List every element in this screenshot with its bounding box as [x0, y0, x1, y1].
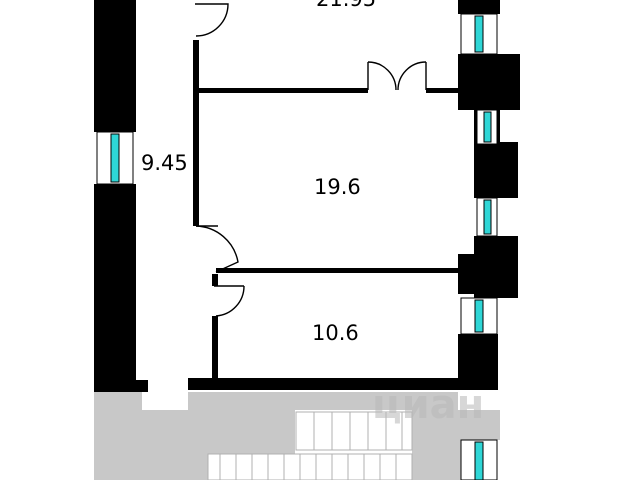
- horizontal-walls: [188, 88, 498, 390]
- room-area-middle: 19.6: [314, 175, 361, 199]
- corridor-area: 9.45: [141, 151, 188, 175]
- right-exterior-wall: [458, 0, 520, 390]
- door-middle-left: [195, 225, 239, 273]
- stairwell: [94, 392, 500, 480]
- door-bottom-left: [214, 285, 245, 317]
- door-double-middle: [367, 61, 427, 91]
- right-windows: [460, 13, 498, 480]
- stair-steps: [207, 411, 413, 480]
- room-area-top: 21.95: [316, 0, 376, 11]
- watermark-brand: циан: [372, 382, 484, 428]
- door-top-left: [195, 3, 229, 37]
- inner-partition-wall: [193, 40, 218, 388]
- watermark: циан: [372, 382, 484, 428]
- left-exterior-wall: [94, 0, 148, 392]
- left-window: [96, 131, 134, 185]
- room-area-bottom: 10.6: [312, 321, 359, 345]
